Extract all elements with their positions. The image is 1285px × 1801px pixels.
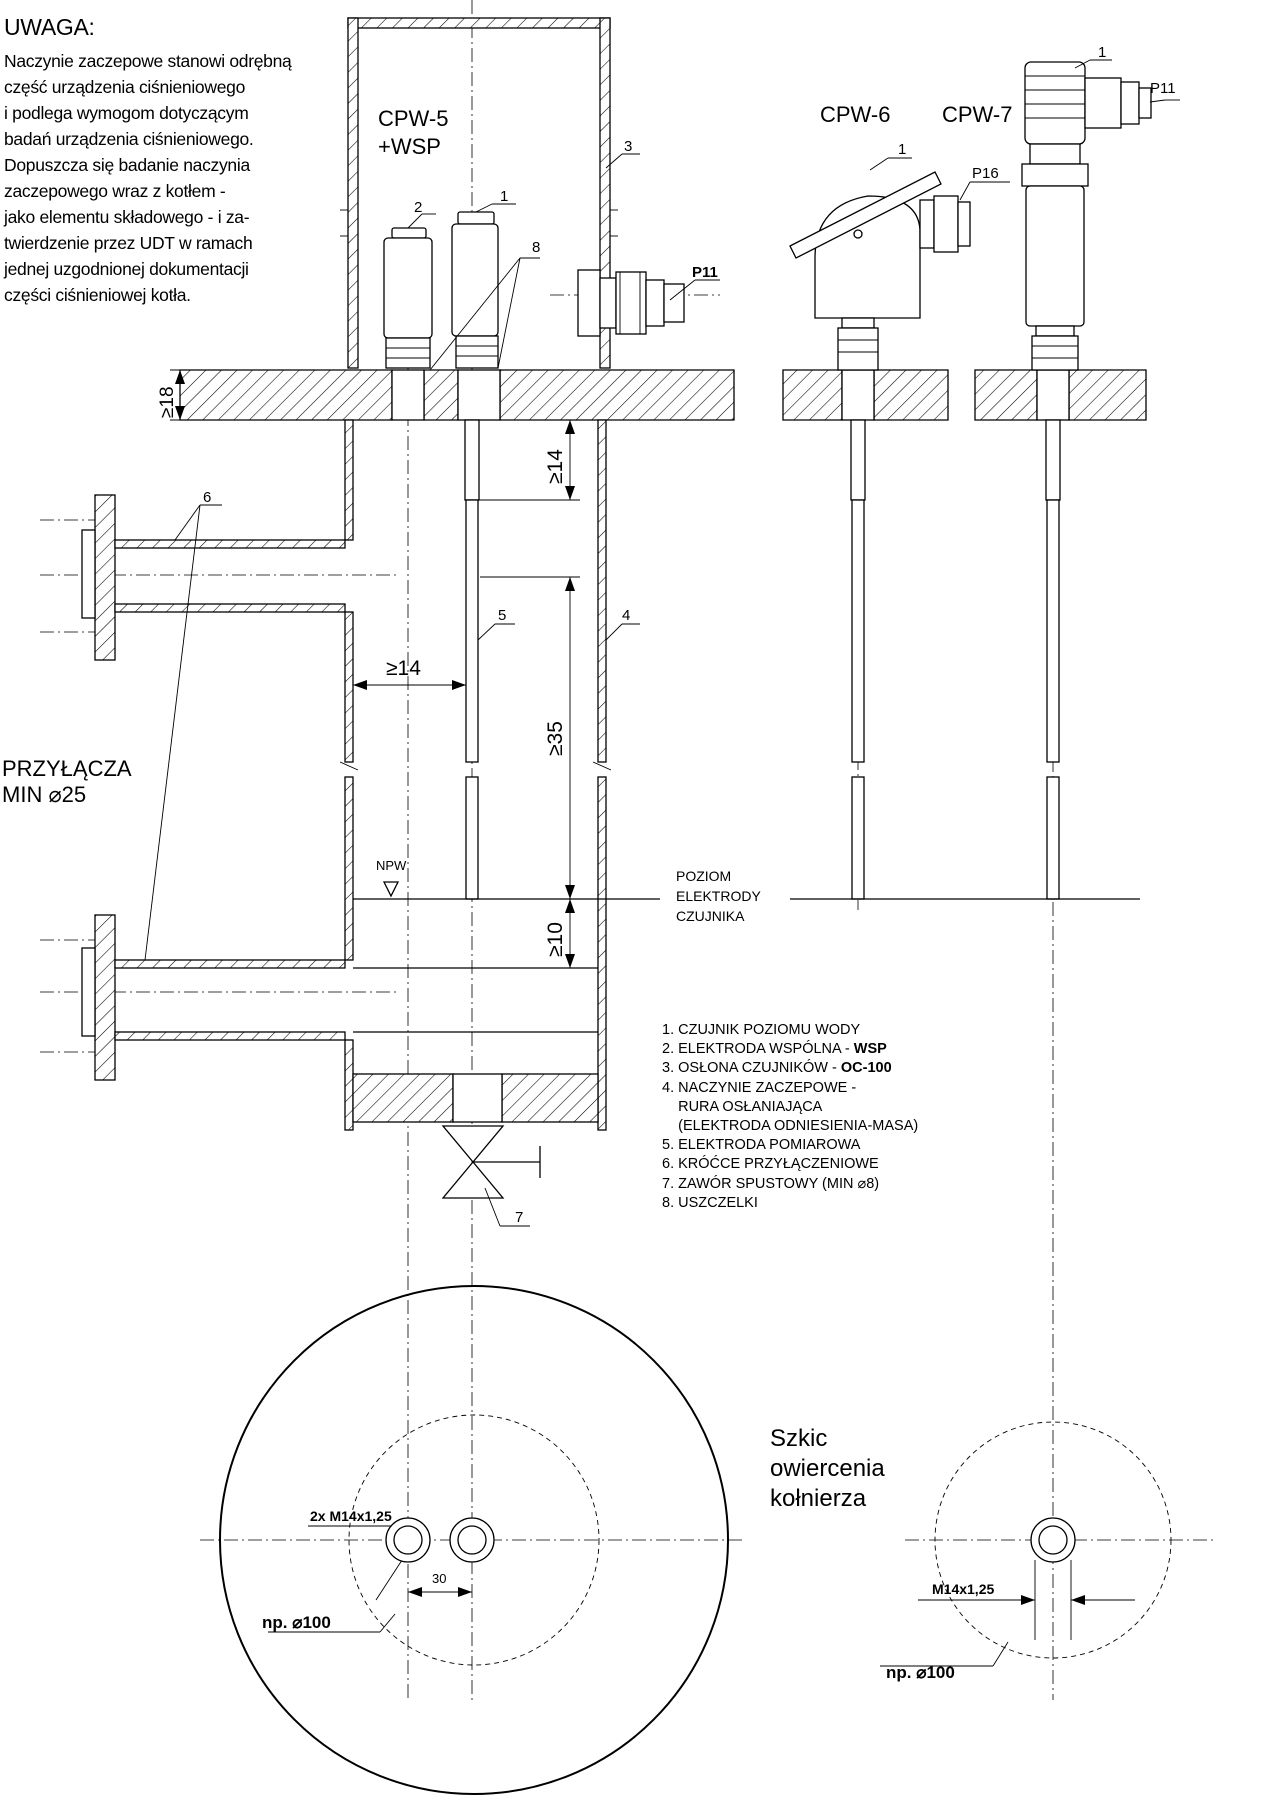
attachment-vessel — [339, 419, 612, 1131]
legend-item: (ELEKTRODA ODNIESIENIA-MASA) — [662, 1118, 919, 1135]
warning-line: jako elementu składowego - i za- — [4, 207, 250, 227]
callout-cpw7-p11: P11 — [1150, 80, 1176, 97]
flange-drilling-sketch-left — [219, 1285, 729, 1795]
dimension-35: ≥35 — [544, 721, 567, 756]
callout-p11: P11 — [692, 264, 718, 281]
warning-title: UWAGA: — [4, 14, 95, 40]
warning-line: Naczynie zaczepowe stanowi odrębną — [4, 51, 292, 71]
legend-item: 3. OSŁONA CZUJNIKÓW - OC-100 — [662, 1060, 892, 1077]
legend-item: 2. ELEKTRODA WSPÓLNA - WSP — [662, 1041, 887, 1058]
diameter-label-right: np. ⌀100 — [886, 1663, 955, 1682]
callout-1: 1 — [500, 188, 508, 205]
warning-line: jednej uzgodnionej dokumentacji — [4, 259, 249, 279]
variant-cpw7-label: CPW-7 — [942, 102, 1013, 127]
flange-drilling-sketch-right — [934, 1421, 1172, 1659]
warning-line: zaczepowego wraz z kotłem - — [4, 181, 226, 201]
callout-p16: P16 — [972, 165, 999, 182]
dimension-10: ≥10 — [544, 922, 567, 957]
callout-5: 5 — [498, 607, 506, 624]
diameter-label-left: np. ⌀100 — [262, 1613, 331, 1632]
legend-item: 7. ZAWÓR SPUSTOWY (MIN ⌀8) — [662, 1175, 880, 1192]
npw-label: NPW — [376, 858, 407, 873]
electrode-level-label: POZIOM — [676, 868, 731, 884]
callout-3: 3 — [624, 138, 632, 155]
common-electrode — [383, 227, 433, 369]
thread-label-double: 2x M14x1,25 — [310, 1508, 392, 1524]
sensor-cover — [340, 17, 618, 369]
measuring-electrode-cpw6 — [850, 419, 866, 900]
drilling-sketch-title: owiercenia — [770, 1455, 885, 1482]
variant-cpw5-sub-label: +WSP — [378, 134, 441, 159]
legend-item: RURA OSŁANIAJĄCA — [662, 1098, 823, 1115]
warning-line: twierdzenie przez UDT w ramach — [4, 233, 253, 253]
dimension-14-horizontal: ≥14 — [386, 657, 421, 680]
legend-item: 8. USZCZELKI — [662, 1194, 758, 1211]
callout-cpw6-1: 1 — [898, 141, 906, 158]
measuring-electrode-cpw5 — [464, 419, 480, 900]
dimension-18: ≥18 — [157, 386, 178, 418]
callout-4: 4 — [622, 607, 630, 624]
flange-cpw7 — [974, 369, 1147, 421]
warning-line: i podlega wymogom dotyczącym — [4, 103, 249, 123]
upper-connection — [81, 494, 346, 661]
flange-cpw5 — [179, 369, 735, 421]
thread-label-single: M14x1,25 — [932, 1581, 994, 1597]
variant-cpw6-label: CPW-6 — [820, 102, 891, 127]
drilling-sketch-title: Szkic — [770, 1425, 827, 1452]
callout-8: 8 — [532, 239, 540, 256]
variant-cpw5-label: CPW-5 — [378, 106, 449, 131]
callout-2: 2 — [414, 199, 422, 216]
measuring-electrode-cpw7 — [1045, 419, 1061, 900]
water-level-sensor — [451, 211, 499, 369]
electrode-level-label: ELEKTRODY — [676, 888, 761, 904]
drilling-sketch-title: kołnierza — [770, 1485, 867, 1512]
callout-7: 7 — [515, 1209, 523, 1226]
cable-gland-p11 — [577, 269, 685, 337]
legend-item: 4. NACZYNIE ZACZEPOWE - — [662, 1079, 857, 1096]
cpw6-sensor-head — [789, 171, 971, 371]
warning-line: Dopuszcza się badanie naczynia — [4, 155, 250, 175]
legend-item: 5. ELEKTRODA POMIAROWA — [662, 1137, 861, 1154]
parts-legend: 1. CZUJNIK POZIOMU WODY 2. ELEKTRODA WSP… — [662, 1021, 918, 1213]
electrode-level-line — [353, 881, 1140, 900]
warning-line: badań urządzenia ciśnieniowego. — [4, 129, 254, 149]
warning-line: część urządzenia ciśnieniowego — [4, 77, 245, 97]
callout-6: 6 — [203, 489, 211, 506]
cpw7-sensor-head — [1021, 61, 1152, 371]
warning-line: części ciśnieniowej kotła. — [4, 285, 191, 305]
legend-item: 6. KRÓĆCE PRZYŁĄCZENIOWE — [662, 1156, 879, 1173]
drain-valve — [441, 1125, 541, 1199]
callout-cpw7-1: 1 — [1098, 44, 1106, 61]
electrode-level-label: CZUJNIKA — [676, 908, 745, 924]
connections-min-label: MIN ⌀25 — [2, 782, 86, 807]
flange-cpw6 — [782, 369, 949, 421]
dimension-14-vertical: ≥14 — [544, 449, 567, 484]
dimension-30: 30 — [432, 1571, 446, 1586]
drawing-text: CPW-5 +WSP CPW-6 CPW-7 2 1 3 P11 8 5 4 6… — [2, 44, 1176, 1682]
dimension-lines — [170, 369, 1135, 1640]
connections-label: PRZYŁĄCZA — [2, 756, 132, 781]
warning-note: UWAGA: Naczynie zaczepowe stanowi odrębn… — [4, 14, 304, 308]
lower-connection — [81, 914, 346, 1081]
legend-item: 1. CZUJNIK POZIOMU WODY — [662, 1022, 861, 1038]
